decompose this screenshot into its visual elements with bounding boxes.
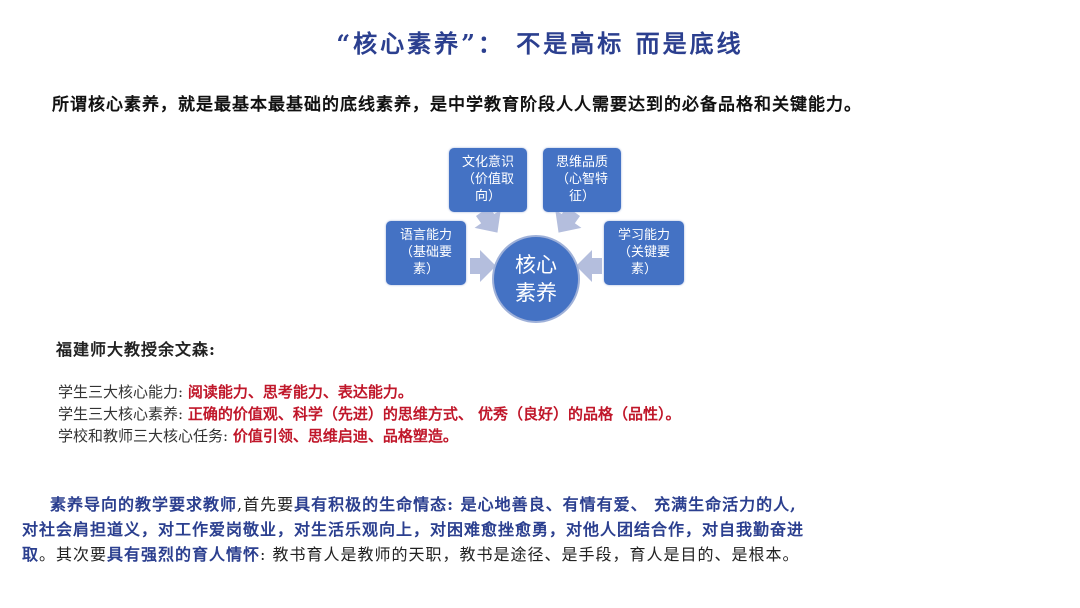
blue-text: 素养导向的教学要求教师 (50, 495, 238, 514)
point-row: 学生三大核心素养: 正确的价值观、科学（先进）的思维方式、 优秀（良好）的品格（… (58, 403, 681, 425)
point-label: 学校和教师三大核心任务: (58, 427, 233, 445)
center-node: 核心 素养 (492, 235, 580, 323)
node-line: （基础要 (399, 245, 452, 260)
plain-text: ,首先要 (237, 495, 295, 514)
point-label: 学生三大核心能力: (58, 383, 188, 401)
para-line: 取。其次要具有强烈的育人情怀: 教书育人是教师的天职，教书是途径、是手段，育人是… (22, 542, 1062, 567)
core-literacy-diagram: 文化意识 （价值取 向） 思维品质 （心智特 征） 语言能力 （基础要 素） 学… (382, 143, 688, 328)
node-line: 向） (474, 189, 501, 204)
arrow-icon (470, 206, 602, 282)
node-line: 语言能力 (399, 228, 452, 243)
para-line: 素养导向的教学要求教师,首先要具有积极的生命情态: 是心地善良、有情有爱、 充满… (22, 492, 1062, 517)
point-value: 正确的价值观、科学（先进）的思维方式、 优秀（良好）的品格（品性）。 (187, 405, 681, 423)
point-value: 阅读能力、思考能力、表达能力。 (187, 383, 413, 401)
blue-text: 取 (22, 545, 40, 564)
center-line: 核心 (515, 253, 557, 277)
node-line: 征） (568, 189, 595, 204)
intro-text: 所谓核心素养，就是最基本最基础的底线素养，是中学教育阶段人人需要达到的必备品格和… (52, 95, 862, 115)
point-row: 学校和教师三大核心任务: 价值引领、思维启迪、品格塑造。 (58, 425, 681, 447)
node-line: 素） (412, 262, 439, 277)
plain-text: 。其次要 (39, 545, 108, 564)
blue-text: 具有积极的生命情态: 是心地善良、有情有爱、 充满生命活力的人, (294, 495, 797, 514)
plain-text: : 教书育人是教师的天职，教书是途径、是手段，育人是目的、是根本。 (260, 545, 800, 564)
node-line: 文化意识 (461, 155, 514, 170)
center-line: 素养 (515, 281, 557, 305)
node-line: （价值取 (461, 172, 514, 187)
point-label: 学生三大核心素养: (58, 405, 188, 423)
teacher-requirements-paragraph: 素养导向的教学要求教师,首先要具有积极的生命情态: 是心地善良、有情有爱、 充满… (22, 492, 1062, 567)
node-learning: 学习能力 （关键要 素） (604, 221, 684, 285)
node-thinking: 思维品质 （心智特 征） (543, 148, 621, 212)
node-line: 素） (630, 262, 657, 277)
blue-text: 具有强烈的育人情怀 (107, 545, 261, 564)
node-culture: 文化意识 （价值取 向） (449, 148, 527, 212)
node-language: 语言能力 （基础要 素） (386, 221, 466, 285)
para-line: 对社会肩担道义，对工作爱岗敬业，对生活乐观向上，对困难愈挫愈勇，对他人团结合作，… (22, 517, 1062, 542)
quote-heading: 福建师大教授余文森: (56, 340, 216, 359)
key-points: 学生三大核心能力: 阅读能力、思考能力、表达能力。 学生三大核心素养: 正确的价… (58, 381, 681, 447)
node-line: 思维品质 (555, 155, 608, 170)
point-value: 价值引领、思维启迪、品格塑造。 (232, 427, 458, 445)
blue-text: 对社会肩担道义，对工作爱岗敬业，对生活乐观向上，对困难愈挫愈勇，对他人团结合作，… (22, 520, 805, 539)
node-line: （心智特 (555, 172, 608, 187)
page-title: “核心素养”： 不是高标 而是底线 (336, 29, 744, 58)
node-line: （关键要 (617, 245, 670, 260)
node-line: 学习能力 (617, 228, 670, 243)
point-row: 学生三大核心能力: 阅读能力、思考能力、表达能力。 (58, 381, 681, 403)
